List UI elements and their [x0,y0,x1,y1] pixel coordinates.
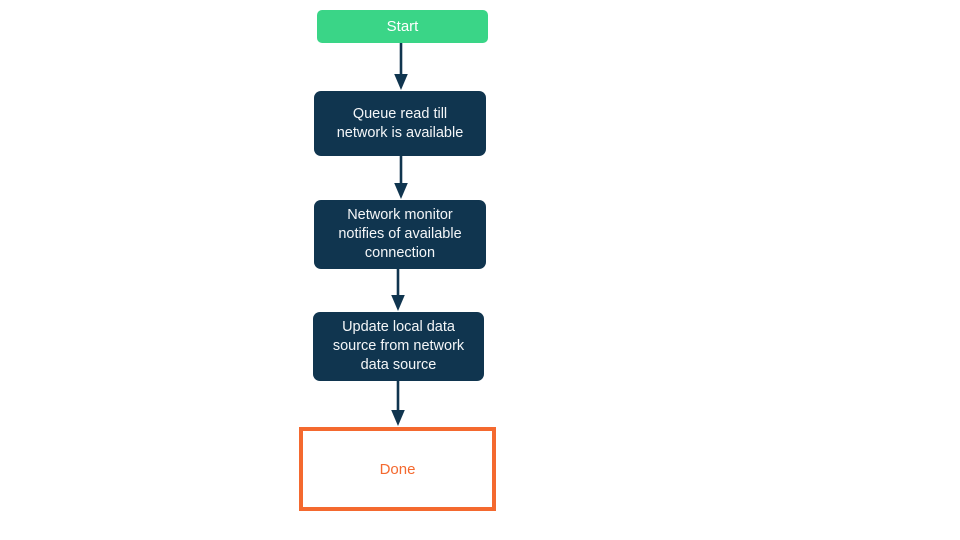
flow-node-done[interactable]: Done [299,427,496,511]
flow-node-queue-read[interactable]: Queue read till network is available [314,91,486,156]
flow-node-update-local-data-source[interactable]: Update local data source from network da… [313,312,484,381]
flow-node-start-label: Start [386,18,419,35]
flow-node-queue-read-label: Queue read till network is available [336,105,464,141]
flow-arrow-queue-to-monitor [392,156,410,200]
flow-node-done-label: Done [379,460,416,478]
flow-node-start[interactable]: Start [317,10,488,43]
flow-node-network-monitor[interactable]: Network monitor notifies of available co… [314,200,486,269]
flow-arrow-start-to-queue [392,43,410,91]
flow-arrow-monitor-to-update [389,269,407,312]
flow-node-network-monitor-label: Network monitor notifies of available co… [338,207,462,261]
flow-arrow-update-to-done [389,381,407,427]
flow-node-update-local-data-source-label: Update local data source from network da… [332,319,465,373]
